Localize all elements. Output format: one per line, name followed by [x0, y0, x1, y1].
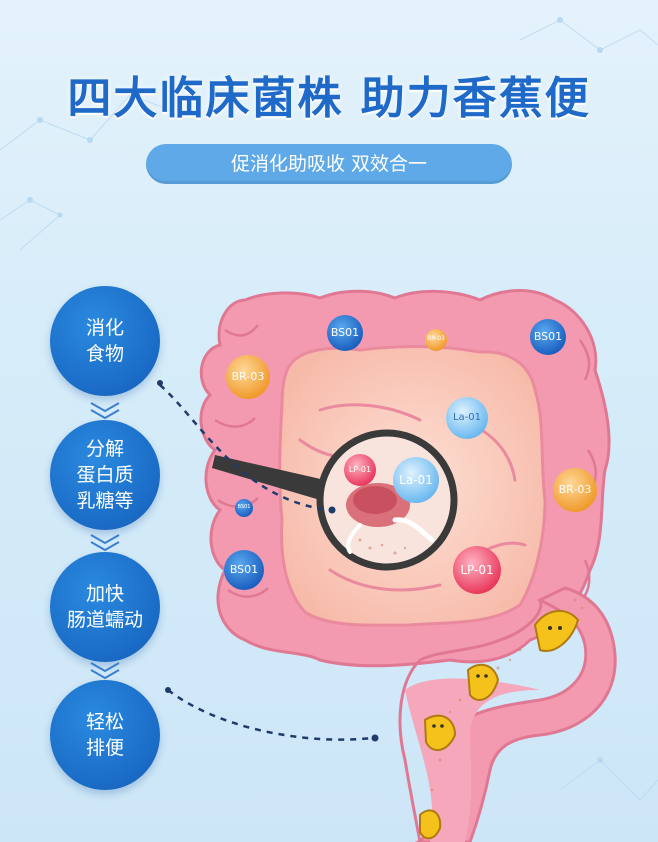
banana-stool-characters — [419, 610, 580, 840]
step-easy-bowel: 轻松 排便 — [50, 680, 160, 790]
flow-arrow-bottom — [167, 689, 373, 741]
page-title: 四大临床菌株 助力香蕉便 — [67, 73, 591, 124]
bacteria-label: BS01 — [330, 326, 360, 339]
bacteria-br03 — [553, 468, 597, 512]
step-label: 分解 蛋白质 乳糖等 — [76, 438, 134, 512]
arrow-end-dot — [371, 734, 379, 742]
flow-arrow-top — [159, 384, 331, 512]
arrow-start-dot — [157, 380, 163, 386]
bacteria-label: La-01 — [399, 473, 433, 487]
step-label: 加快 肠道蠕动 — [66, 583, 143, 631]
bacteria-label: BR-03 — [558, 483, 592, 496]
bacteria-label: BR-03 — [427, 335, 445, 342]
bacteria-label: BS01 — [229, 563, 259, 576]
bacteria-label: BR-03 — [231, 370, 265, 383]
subtitle-text: 促消化助吸收 双效合一 — [230, 153, 428, 175]
chevron-down-icon — [90, 662, 120, 680]
step-label: 消化 食物 — [85, 317, 124, 365]
chevron-down-icon — [90, 534, 120, 552]
step-digest-food: 消化 食物 — [50, 286, 160, 396]
bacteria-bs01-tiny — [235, 499, 253, 517]
step-speed-peristalsis: 加快 肠道蠕动 — [50, 552, 160, 662]
food-meat-icon — [346, 483, 435, 554]
bacteria-label: LP-01 — [460, 563, 494, 577]
bacteria-br03-small — [425, 329, 447, 351]
bacteria-label: BS01 — [237, 504, 251, 510]
step-label: 轻松 排便 — [85, 711, 124, 759]
bacteria-br03 — [226, 355, 270, 399]
bacteria-label: LP-01 — [348, 465, 372, 474]
step-break-down-protein: 分解 蛋白质 乳糖等 — [50, 420, 160, 530]
bacteria-bs01 — [530, 319, 566, 355]
bacteria-lp01 — [453, 546, 501, 594]
chevron-down-icon — [90, 402, 120, 420]
arrow-end-dot — [328, 506, 336, 514]
bacteria-la01 — [393, 457, 439, 503]
bacteria-label: BS01 — [533, 330, 563, 343]
arrow-start-dot — [165, 687, 171, 693]
bacteria-bs01 — [224, 550, 264, 590]
subtitle-pill: 促消化助吸收 双效合一 — [146, 144, 512, 184]
bacteria-label: La-01 — [452, 412, 482, 423]
bacteria-la01 — [446, 397, 488, 439]
bacteria-bs01 — [327, 315, 363, 351]
bacteria-lp01-small — [344, 454, 376, 486]
